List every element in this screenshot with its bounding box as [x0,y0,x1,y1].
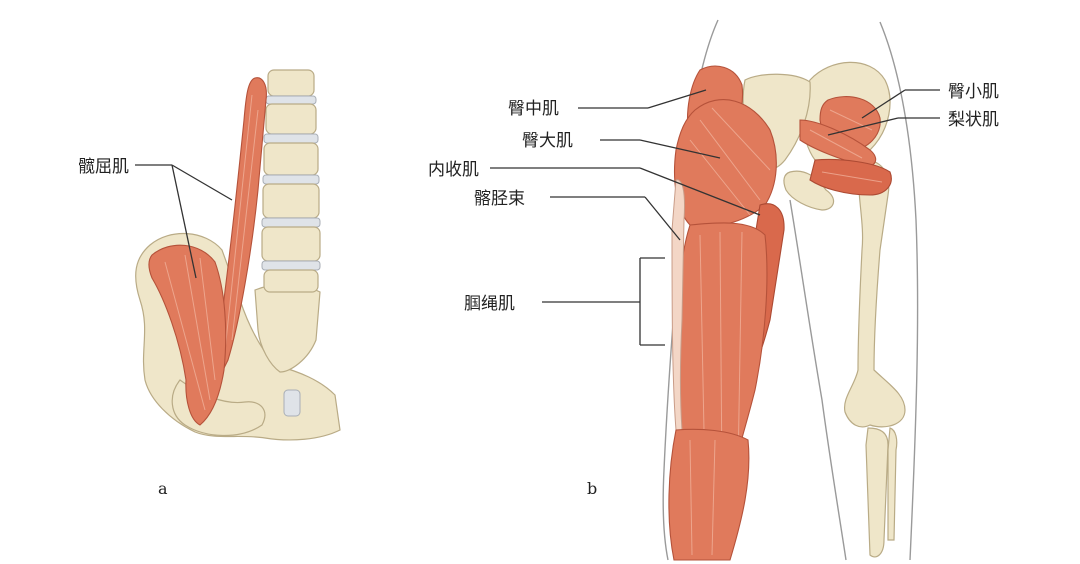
tibia-right-b [865,427,889,558]
panel-letter-b: b [587,479,597,498]
skin-outline-mid [789,199,847,561]
label-gluteus-minimus: 臀小肌 [948,82,999,102]
label-gluteus-medius: 臀中肌 [508,99,559,119]
gluteus-maximus-muscle [674,99,777,228]
panel-a-illustration [135,69,341,441]
label-iliopsoas: 髋屈肌 [78,157,129,177]
calf-muscle [668,428,750,561]
it-band [671,179,685,431]
fibula-right-b [887,427,898,541]
label-piriformis: 梨状肌 [948,110,999,130]
label-hamstrings: 腘绳肌 [464,294,515,314]
pubic-symphysis-a [283,389,301,417]
iliopsoas-leader [135,164,233,279]
label-it-band: 髂胫束 [474,189,525,209]
deep-rotators-muscle [809,159,892,196]
panel-b-illustration [662,19,919,561]
femur-right-b [843,159,906,428]
label-gluteus-maximus: 臀大肌 [522,131,573,151]
lumbar-spine-a [261,69,321,293]
panel-b-leaders [490,89,940,346]
skin-outline-right [879,21,919,561]
label-adductor: 内收肌 [428,160,479,180]
panel-letter-a: a [158,479,168,498]
